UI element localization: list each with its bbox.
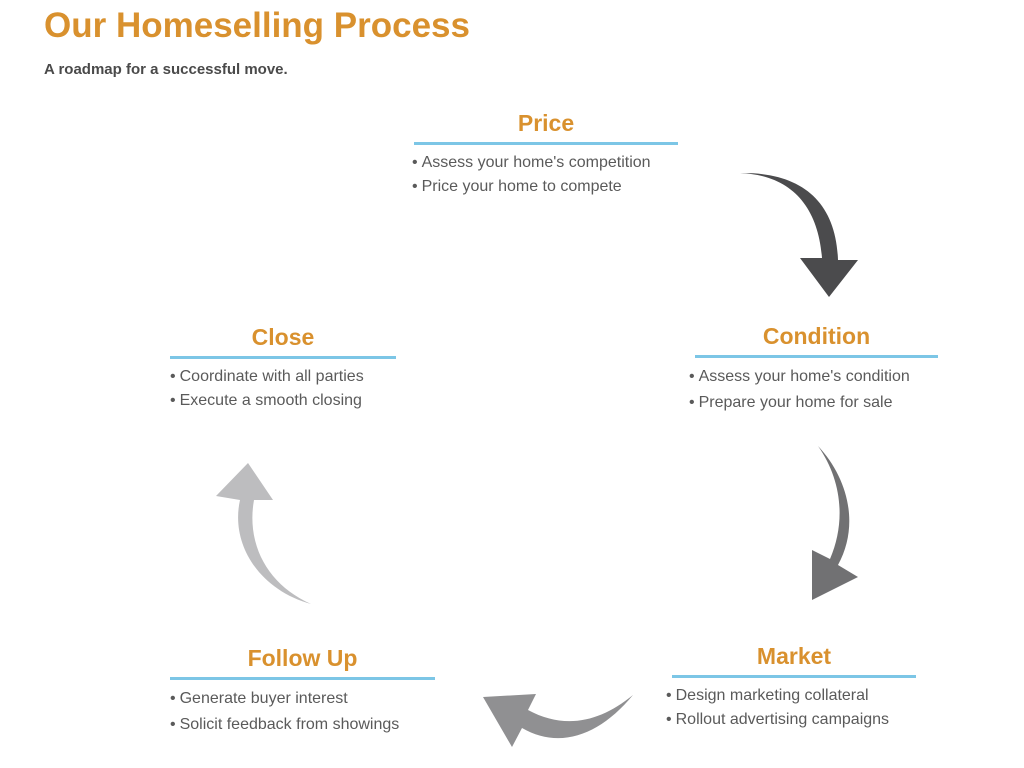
curved-arrow-icon (483, 694, 633, 747)
step-bullets: •Design marketing collateral •Rollout ad… (660, 684, 916, 732)
curved-arrow-icon (740, 172, 858, 297)
bullet-icon: • (689, 394, 695, 411)
bullet-icon: • (666, 687, 672, 704)
step-bullets: •Generate buyer interest •Solicit feedba… (164, 686, 435, 738)
curved-arrow-icon (812, 446, 858, 600)
bullet-item: •Rollout advertising campaigns (666, 711, 890, 728)
bullet-item: •Solicit feedback from showings (170, 716, 400, 733)
curved-arrow-icon (216, 463, 311, 604)
step-bullets: •Assess your home's condition •Prepare y… (683, 364, 938, 416)
step-title: Follow Up (247, 645, 358, 671)
step-divider (414, 142, 678, 145)
step-divider (672, 675, 916, 678)
bullet-item: •Price your home to compete (412, 178, 622, 195)
step-bullets: •Assess your home's competition •Price y… (406, 151, 678, 199)
step-price: Price •Assess your home's competition •P… (412, 108, 678, 199)
page-subtitle: A roadmap for a successful move. (44, 61, 288, 78)
bullet-icon: • (666, 711, 672, 728)
bullet-icon: • (170, 690, 176, 707)
step-title: Market (756, 643, 832, 669)
bullet-item: •Generate buyer interest (170, 690, 348, 707)
bullet-item: •Execute a smooth closing (170, 392, 362, 409)
step-title: Condition (762, 323, 871, 349)
bullet-item: •Design marketing collateral (666, 687, 869, 704)
bullet-icon: • (412, 178, 418, 195)
page-title: Our Homeselling Process (44, 6, 470, 45)
bullet-item: •Assess your home's condition (689, 368, 910, 385)
bullet-item: •Coordinate with all parties (170, 368, 364, 385)
step-condition: Condition •Assess your home's condition … (689, 321, 938, 416)
bullet-icon: • (412, 154, 418, 171)
step-title: Close (251, 324, 315, 350)
step-divider (170, 677, 435, 680)
bullet-icon: • (689, 368, 695, 385)
step-close: Close •Coordinate with all parties •Exec… (170, 322, 396, 413)
step-follow-up: Follow Up •Generate buyer interest •Soli… (170, 643, 435, 738)
bullet-icon: • (170, 392, 176, 409)
step-title: Price (517, 110, 575, 136)
bullet-item: •Assess your home's competition (412, 154, 651, 171)
step-divider (170, 356, 396, 359)
bullet-item: •Prepare your home for sale (689, 394, 893, 411)
bullet-icon: • (170, 716, 176, 733)
bullet-icon: • (170, 368, 176, 385)
step-divider (695, 355, 938, 358)
step-market: Market •Design marketing collateral •Rol… (666, 641, 916, 732)
step-bullets: •Coordinate with all parties •Execute a … (164, 365, 396, 413)
